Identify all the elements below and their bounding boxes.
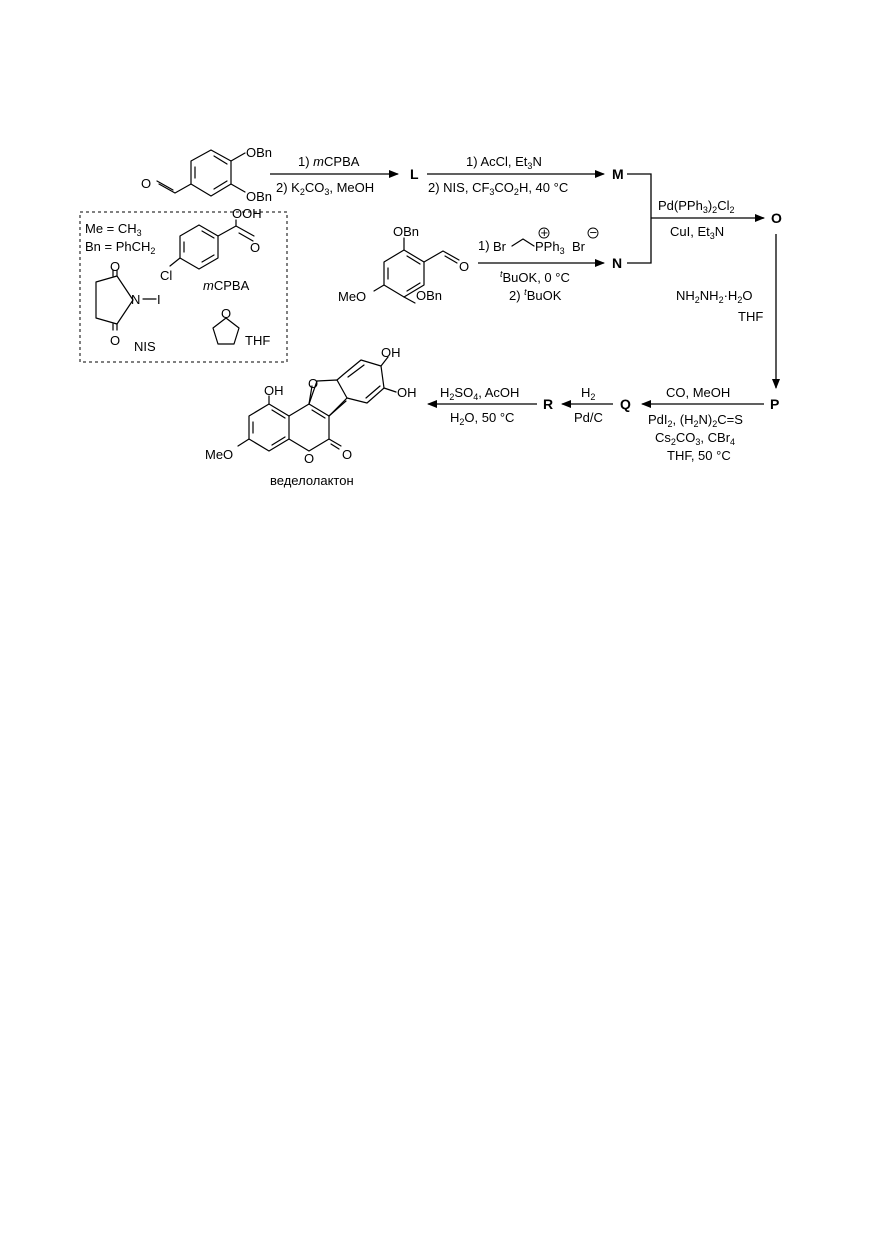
product-carbonyl-o: O xyxy=(342,447,352,462)
step3-pph3: PPh3 xyxy=(535,239,565,256)
start-aldehyde-o: O xyxy=(141,176,151,191)
mcpba-ooh: OOH xyxy=(232,206,262,221)
step3-br: Br xyxy=(493,239,507,254)
thf-structure xyxy=(212,317,240,345)
product-ring-o: O xyxy=(304,451,314,466)
start-material-structure xyxy=(156,149,246,197)
step2-reagent-bottom: 2) NIS, CF3CO2H, 40 °C xyxy=(428,180,568,197)
aldehyde2-obn-top: OBn xyxy=(393,224,419,239)
legend-thf: THF xyxy=(245,333,270,348)
nis-o-bottom: O xyxy=(110,333,120,348)
step3-num: 1) xyxy=(478,238,490,253)
product-meo: MeO xyxy=(205,447,233,462)
product-oh-right: OH xyxy=(397,385,417,400)
mcpba-structure xyxy=(169,219,255,270)
step8-reagent-top: H2SO4, AcOH xyxy=(440,385,519,402)
minus-charge-circle xyxy=(587,227,599,239)
step6-reagent-l4: THF, 50 °C xyxy=(667,448,731,463)
aldehyde2-o: O xyxy=(459,259,469,274)
aldehyde-2-structure xyxy=(373,237,460,304)
step6-reagent-l2: PdI2, (H2N)2C=S xyxy=(648,412,743,429)
compound-N: N xyxy=(612,255,622,271)
start-obn-top: OBn xyxy=(246,145,272,160)
compound-M: M xyxy=(612,166,624,182)
step6-reagent-top: CO, MeOH xyxy=(666,385,730,400)
product-oh-top: OH xyxy=(381,345,401,360)
step4-reagent-bottom: CuI, Et3N xyxy=(670,224,724,241)
aldehyde2-meo: MeO xyxy=(338,289,366,304)
start-obn-bottom: OBn xyxy=(246,189,272,204)
nis-n: N xyxy=(131,292,140,307)
step8-reagent-bottom: H2O, 50 °C xyxy=(450,410,514,427)
step5-reagent-line1: NH2NH2·H2O xyxy=(676,288,752,305)
step7-reagent-bottom: Pd/C xyxy=(574,410,603,425)
product-furan-o: O xyxy=(308,376,318,391)
compound-R: R xyxy=(543,396,553,412)
product-name: веделолактон xyxy=(270,473,354,488)
step6-reagent-l3: Cs2CO3, CBr4 xyxy=(655,430,735,447)
nis-i: I xyxy=(157,292,161,307)
thf-o: O xyxy=(221,306,231,321)
step7-reagent-top: H2 xyxy=(581,385,595,402)
step3-base2: 2) tBuOK xyxy=(509,287,562,303)
legend-me: Me = CH3 xyxy=(85,221,142,238)
legend-box xyxy=(79,211,288,363)
step2-reagent-top: 1) AcCl, Et3N xyxy=(466,154,542,171)
mcpba-carbonyl-o: O xyxy=(250,240,260,255)
compound-O: O xyxy=(771,210,782,226)
compound-Q: Q xyxy=(620,396,631,412)
minus-charge: − xyxy=(590,225,598,240)
nis-structure xyxy=(95,269,157,331)
plus-charge-circle xyxy=(538,227,550,239)
compound-L: L xyxy=(410,166,419,182)
legend-mcpba: mCPBA xyxy=(203,278,250,293)
legend-bn: Bn = PhCH2 xyxy=(85,239,155,256)
step3-base1: tBuOK, 0 °C xyxy=(500,269,570,285)
product-oh-left: OH xyxy=(264,383,284,398)
wedelolactone-structure xyxy=(237,356,397,452)
step1-reagent-bottom: 2) K2CO3, MeOH xyxy=(276,180,374,197)
legend-nis: NIS xyxy=(134,339,156,354)
mcpba-cl: Cl xyxy=(160,268,172,283)
step4-reagent-top: Pd(PPh3)2Cl2 xyxy=(658,198,734,215)
step3-br2: Br xyxy=(572,239,586,254)
compound-P: P xyxy=(770,396,779,412)
bracket-M-N xyxy=(627,173,652,264)
step3-ylide-bond xyxy=(511,238,535,247)
aldehyde2-obn-bottom: OBn xyxy=(416,288,442,303)
plus-charge: + xyxy=(541,225,549,240)
step1-reagent-top: 1) mCPBA xyxy=(298,154,360,169)
nis-o-top: O xyxy=(110,259,120,274)
step5-reagent-line2: THF xyxy=(738,309,763,324)
